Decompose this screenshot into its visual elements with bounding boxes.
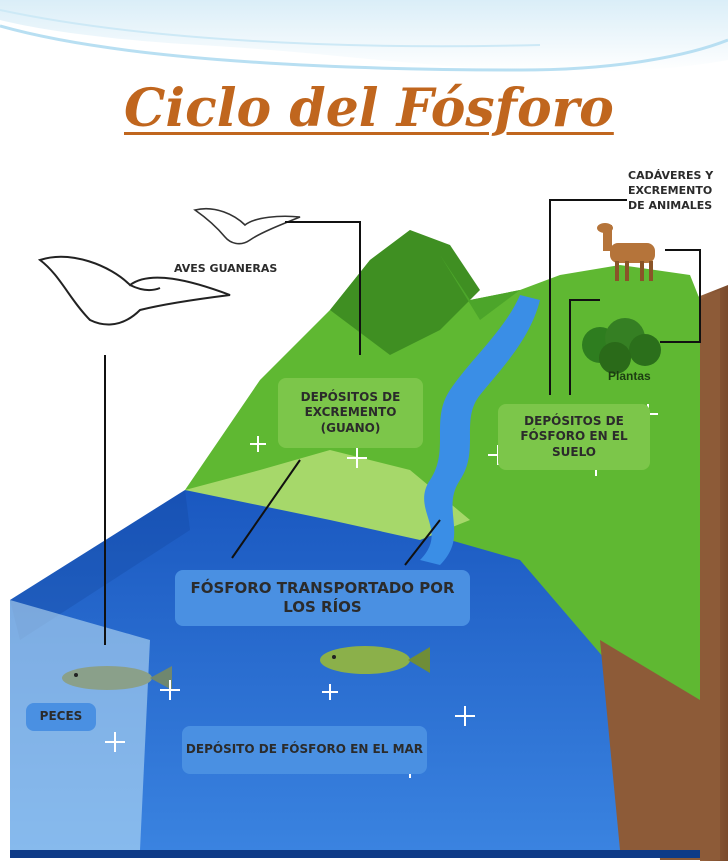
birds-label: AVES GUANERAS [174,262,277,277]
page-title: Ciclo del Fósforo [124,78,624,139]
sea-deposits-label: DEPÓSITO DE FÓSFORO EN EL MAR [182,726,427,774]
guano-deposits-label: DEPÓSITOS DE EXCREMENTO (GUANO) [278,378,423,448]
river-transport-label: FÓSFORO TRANSPORTADO POR LOS RÍOS [175,570,470,626]
carcasses-label: CADÁVERES Y EXCREMENTO DE ANIMALES [628,169,723,214]
soil-deposits-label: DEPÓSITOS DE FÓSFORO EN EL SUELO [498,404,650,470]
plants-label: Plantas [608,369,651,383]
seagull-small-icon [195,209,300,244]
sky-decoration [0,0,728,72]
fish-label: PECES [26,703,96,731]
